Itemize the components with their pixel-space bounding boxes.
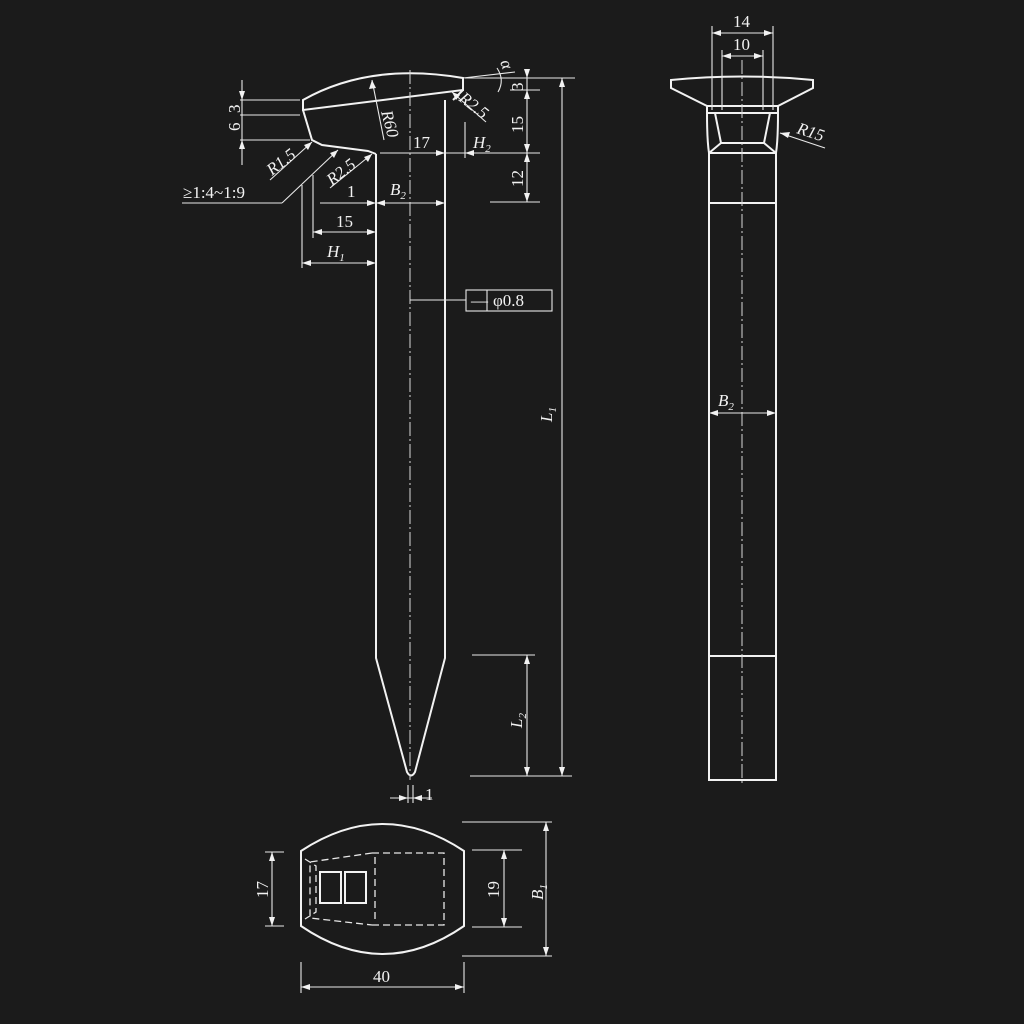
dim-r1-5: R1.5: [262, 145, 299, 180]
side-view: 14 10 R15 B2: [670, 12, 827, 785]
dim-r60: R60: [377, 107, 403, 140]
dim-alpha: α: [496, 57, 517, 73]
dim-r15: R15: [794, 118, 827, 145]
dim-14: 14: [733, 12, 751, 31]
tolerance-frame: [465, 289, 553, 312]
dim-17-top: 17: [253, 881, 272, 899]
dim-12: 12: [508, 170, 527, 187]
tolerance-value: φ0.8: [493, 291, 524, 310]
dim-l2: L2: [507, 713, 529, 729]
dim-b2-side: B2: [718, 391, 734, 413]
head-underside: [302, 109, 377, 155]
dim-3-right: 3: [508, 83, 527, 92]
dim-tip-1: 1: [425, 785, 434, 804]
dim-h1: H1: [326, 242, 345, 264]
tolerance-symbol: —: [470, 291, 489, 310]
front-view: 6 3 R1.5 R2.5 ≥1:4~1:9 R60 17 H2 R2.5: [182, 57, 575, 804]
head-crown: [302, 72, 464, 112]
dim-6: 6: [225, 123, 244, 132]
dim-19: 19: [484, 881, 503, 898]
dim-b1: B1: [528, 884, 550, 900]
dim-3-left: 3: [225, 105, 244, 114]
dim-1-top: 1: [347, 182, 356, 201]
dim-10: 10: [733, 35, 750, 54]
dim-17: 17: [413, 133, 431, 152]
dim-l1: L1: [537, 407, 559, 423]
dim-b2: B2: [390, 180, 406, 202]
shank: [375, 100, 446, 777]
dim-h2: H2: [472, 133, 491, 155]
top-view: 17 19 B1 40: [253, 821, 552, 993]
taper-note: ≥1:4~1:9: [183, 183, 245, 202]
dim-40: 40: [373, 967, 390, 986]
dim-15-vert: 15: [508, 116, 527, 133]
dim-15-horiz: 15: [336, 212, 353, 231]
